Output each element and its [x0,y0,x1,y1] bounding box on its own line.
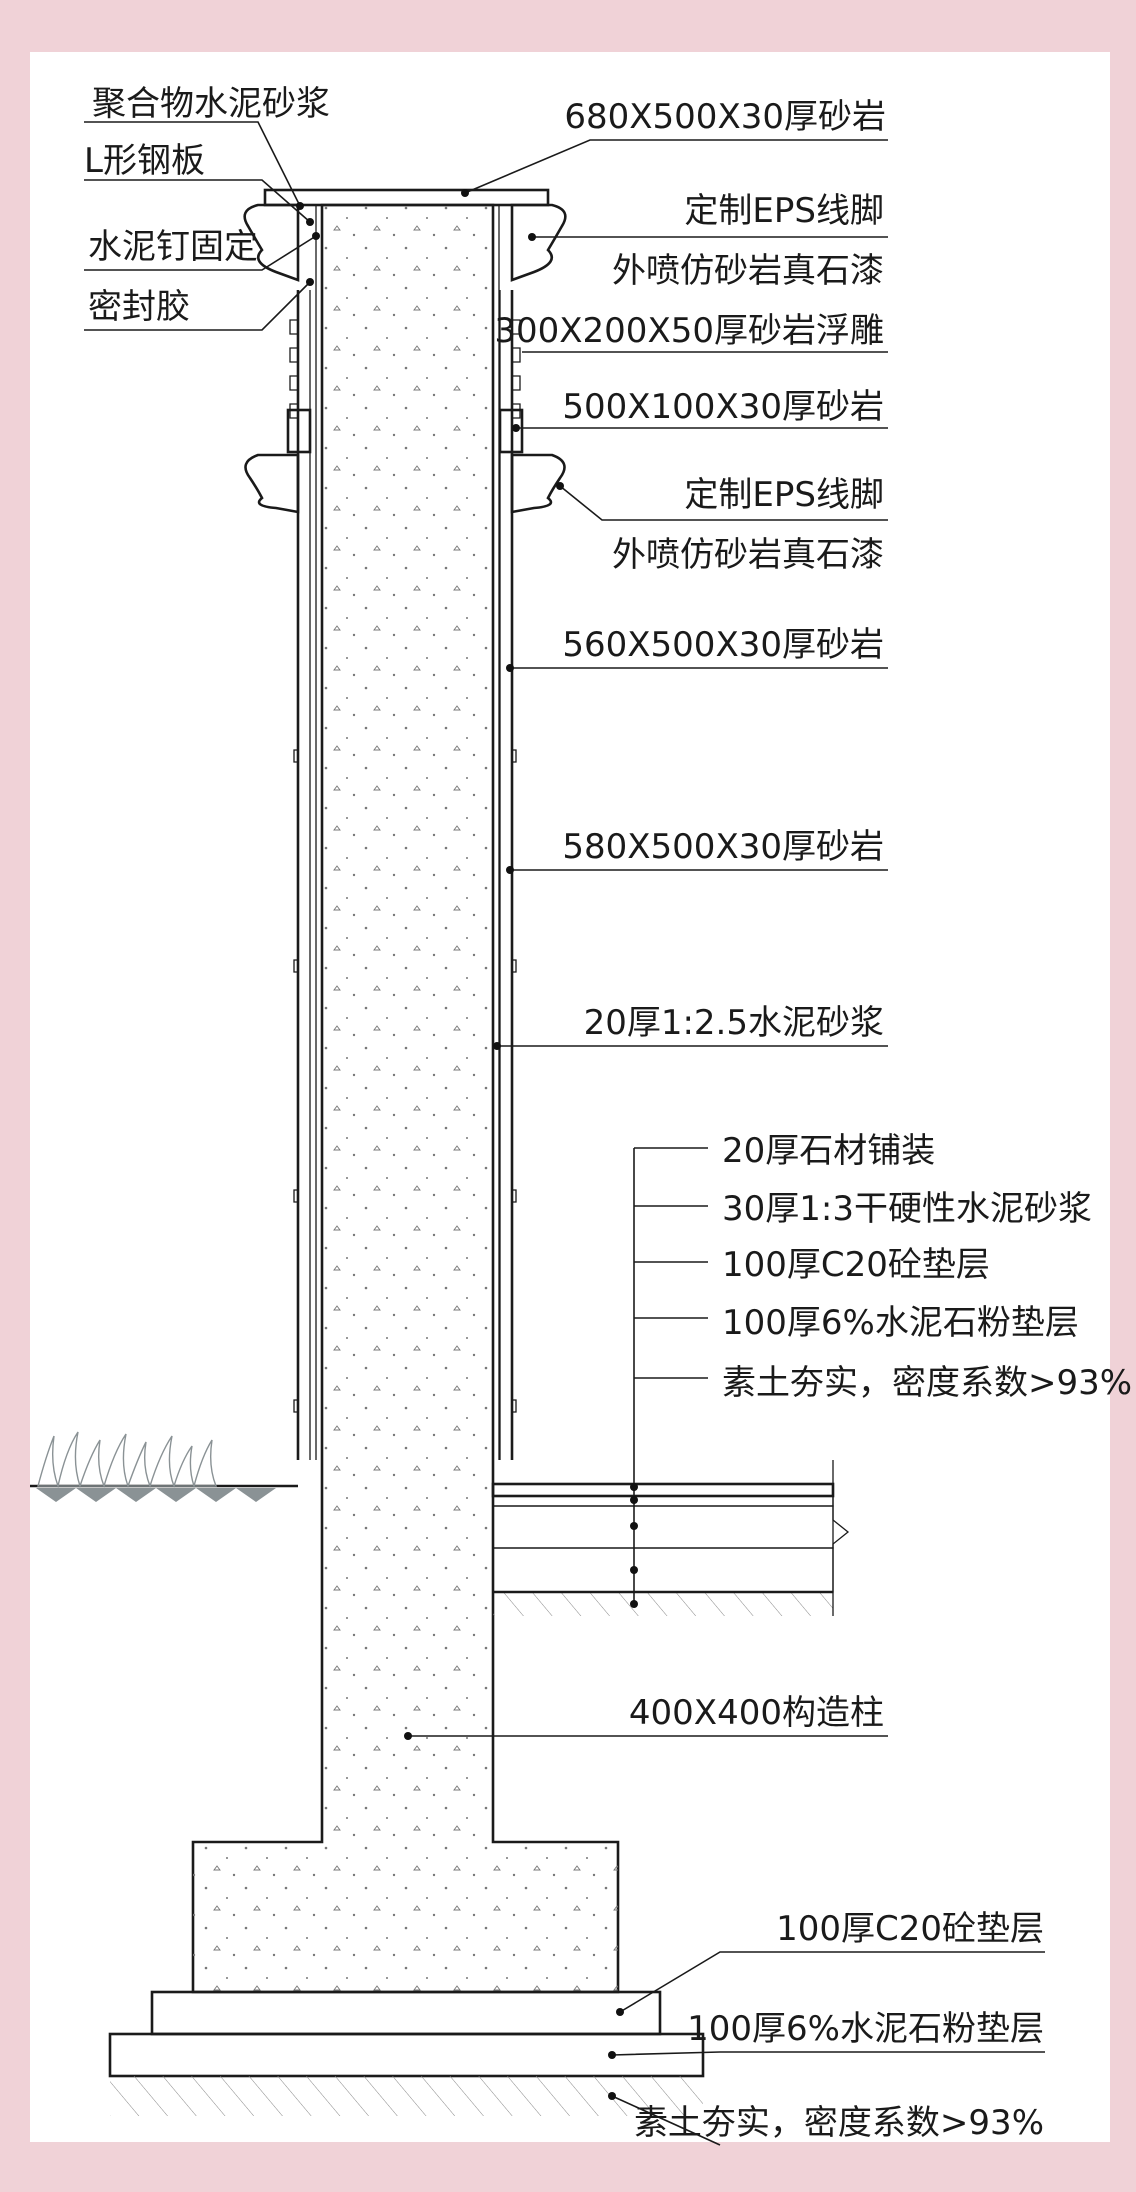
eps-moulding-upper [243,203,567,282]
paving-section [491,1460,850,1616]
label-footing-2: 素土夯实，密度系数>93% [634,2103,1044,2143]
label-polymer-mortar: 聚合物水泥砂浆 [92,84,330,124]
leaders-right [404,139,888,1740]
structural-column [191,203,620,1994]
label-eps-skirting-2: 定制EPS线脚 [684,475,884,515]
relief-panel [289,319,521,419]
break-line-icon [832,1460,850,1616]
label-footing-1: 100厚6%水泥石粉垫层 [687,2009,1044,2049]
label-paving-1: 30厚1:3干硬性水泥砂浆 [722,1189,1092,1229]
leader-dot-icon [630,1483,638,1491]
band-stone [286,408,524,454]
label-cladding-580: 580X500X30厚砂岩 [562,827,884,867]
cladding-left [296,205,317,1460]
cap-stone [263,188,550,207]
label-l-steel-plate: L形钢板 [84,141,205,181]
label-spray-finish-1: 外喷仿砂岩真石漆 [612,251,884,291]
label-mortar-bed: 20厚1:2.5水泥砂浆 [584,1003,884,1043]
cladding-right [498,205,514,1460]
label-paving-3: 100厚6%水泥石粉垫层 [722,1303,1079,1343]
label-paving-2: 100厚C20砼垫层 [722,1245,990,1285]
label-band-stone: 500X100X30厚砂岩 [562,387,884,427]
leaders-left [84,121,320,331]
label-eps-skirting-1: 定制EPS线脚 [684,191,884,231]
label-cement-nail: 水泥钉固定 [88,227,258,267]
grass-icon [30,1431,298,1502]
label-paving-0: 20厚石材铺装 [722,1131,935,1171]
label-footing-0: 100厚C20砼垫层 [776,1909,1044,1949]
label-relief-panel: 300X200X50厚砂岩浮雕 [494,311,884,351]
footing-layers-graphic [108,1990,705,2116]
label-spray-finish-2: 外喷仿砂岩真石漆 [612,535,884,575]
paving-leader [630,1147,708,1608]
label-paving-4: 素土夯实，密度系数>93% [722,1363,1132,1403]
label-cap-stone: 680X500X30厚砂岩 [564,97,886,137]
label-column: 400X400构造柱 [629,1693,884,1733]
footing-leaders [608,1951,1045,2146]
drawing-sheet: 聚合物水泥砂浆 L形钢板 水泥钉固定 密封胶 680X500X30厚砂岩 定制E… [30,52,1132,2146]
panel-joints [293,749,517,1413]
label-cladding-560: 560X500X30厚砂岩 [562,625,884,665]
section-drawing: 聚合物水泥砂浆 L形钢板 水泥钉固定 密封胶 680X500X30厚砂岩 定制E… [30,84,1132,2146]
label-sealant: 密封胶 [88,287,190,327]
eps-moulding-lower [244,453,566,514]
